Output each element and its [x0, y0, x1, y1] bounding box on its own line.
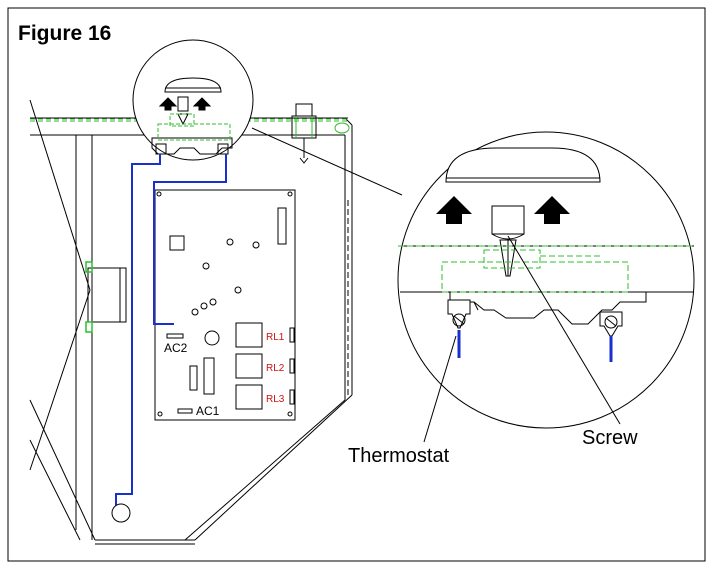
label-relay-2: RL2 — [266, 363, 285, 374]
label-ac2: AC2 — [164, 341, 188, 355]
label-relay-1: RL1 — [266, 332, 285, 343]
panel-stud — [291, 103, 350, 164]
callout-screw: Screw — [582, 427, 638, 449]
callout-thermostat: Thermostat — [348, 445, 450, 467]
control-board — [154, 189, 349, 421]
leader-line — [251, 127, 403, 196]
unit-body — [29, 99, 353, 545]
thermostat-detail-circle — [397, 131, 695, 429]
bottom-terminal — [111, 503, 131, 523]
thermostat-leader — [423, 335, 457, 443]
label-relay-3: RL3 — [266, 394, 285, 405]
thermostat-wiring — [115, 154, 227, 512]
thermostat-location-circle — [132, 39, 254, 161]
thermostat-outline-dashed — [157, 113, 231, 141]
label-ac1: AC1 — [196, 404, 220, 418]
left-mount-clips — [85, 261, 93, 333]
screw-leader — [507, 235, 621, 425]
figure-frame — [7, 7, 706, 562]
figure-title: Figure 16 — [18, 22, 111, 45]
